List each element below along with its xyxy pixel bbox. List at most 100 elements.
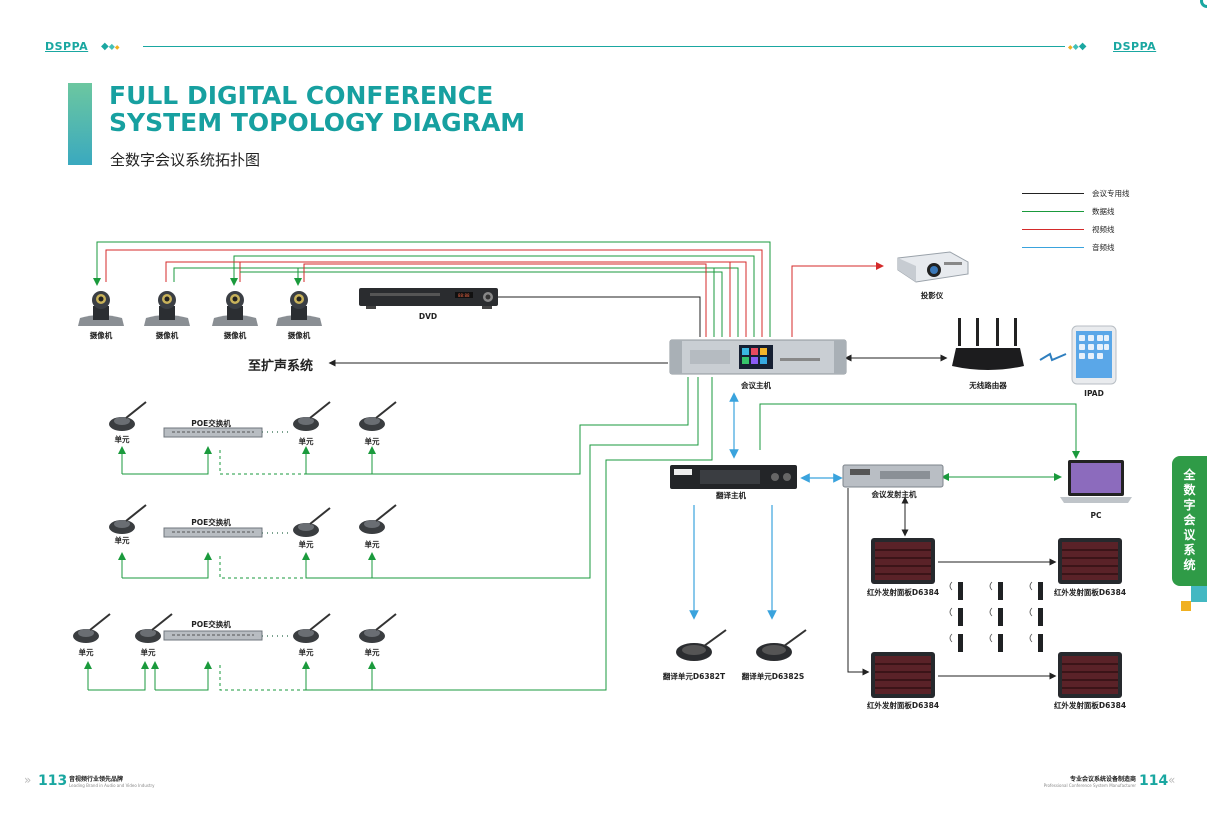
camera-label: 摄像机 (89, 331, 113, 340)
camera-label: 摄像机 (287, 331, 311, 340)
mic-unit-icon (73, 613, 111, 643)
side-tab-square (1191, 586, 1207, 602)
mic-unit-icon (109, 504, 147, 534)
translator-host-label: 翻译主机 (716, 491, 746, 500)
title-accent-bar (68, 83, 92, 165)
footer-right-sub: Professional Conference System Manufactu… (1043, 783, 1136, 788)
legend-label: 视频线 (1092, 225, 1115, 234)
poe-switch-icon (163, 427, 263, 438)
footer-chevron-left: » (24, 773, 32, 787)
legend-swatch (1022, 247, 1084, 248)
laptop-icon (1060, 460, 1132, 503)
ipad-icon (1071, 325, 1117, 385)
router-icon (952, 318, 1024, 370)
ir-host-icon (842, 464, 944, 488)
ir-panel-icon (871, 538, 935, 584)
footer-chevron-right: « (1168, 773, 1176, 787)
footer-left-title: 音视频行业领先品牌 (69, 776, 124, 783)
legend-label: 数据线 (1092, 207, 1115, 216)
ir-panel-label: 红外发射面板D6384 (866, 588, 940, 597)
mic-unit-icon (359, 504, 397, 534)
unit-label: 单元 (298, 540, 314, 549)
brand-logo-right: DSPPA (1113, 40, 1157, 53)
ir-panel-label: 红外发射面板D6384 (1053, 588, 1127, 597)
projector-label: 投影仪 (920, 291, 944, 300)
footer-left-sub: Leading Brand in Audio and Video Industr… (69, 783, 155, 788)
brand-logo-left: DSPPA (45, 40, 89, 53)
mic-unit-icon (293, 401, 331, 431)
pc-label: PC (1090, 511, 1102, 520)
mic-unit-icon (293, 507, 331, 537)
poe-switch-icon (163, 527, 263, 538)
section-side-tab-label: 全数字会议系统 (1183, 468, 1196, 572)
translation-unit-t-label: 翻译单元D6382T (662, 672, 726, 681)
ir-panel-icon (871, 652, 935, 698)
mic-unit-icon (359, 401, 397, 431)
footer-right-text: 专业会议系统设备制造商 Professional Conference Syst… (1030, 776, 1136, 788)
legend: 会议专用线 数据线 视频线 音频线 (1022, 188, 1142, 258)
camera-icon (144, 291, 190, 326)
camera-icon (276, 291, 322, 326)
page-title-line2: SYSTEM TOPOLOGY DIAGRAM (109, 108, 526, 137)
ir-panel-label: 红外发射面板D6384 (1053, 701, 1127, 710)
header-divider (143, 46, 1065, 47)
camera-label: 摄像机 (223, 331, 247, 340)
svg-text:88:88: 88:88 (458, 293, 470, 298)
legend-swatch (1022, 229, 1084, 230)
unit-label: 单元 (78, 648, 94, 657)
unit-label: 单元 (140, 648, 156, 657)
header-ornament-right: ◆◆◆ (1068, 41, 1087, 52)
page-title: FULL DIGITAL CONFERENCE SYSTEM TOPOLOGY … (109, 82, 525, 136)
unit-label: 单元 (298, 437, 314, 446)
translation-unit-icon (676, 629, 727, 661)
ir-host-label: 会议发射主机 (871, 490, 917, 499)
ipad-label: IPAD (1084, 389, 1104, 398)
page-subtitle: 全数字会议系统拓扑图 (110, 151, 261, 169)
side-tab-square-small (1181, 601, 1191, 611)
ir-panel-icon (1058, 538, 1122, 584)
legend-label: 会议专用线 (1092, 189, 1130, 198)
unit-label: 单元 (364, 437, 380, 446)
corner-circle (1200, 0, 1207, 8)
page-number-left: 113 (38, 773, 68, 789)
ir-receiver-icon (958, 582, 1043, 652)
poe-switch-label: POE交换机 (191, 419, 231, 428)
header-ornament-left: ◆◆◆ (101, 41, 120, 52)
unit-label: 单元 (364, 540, 380, 549)
unit-label: 单元 (114, 435, 130, 444)
poe-switch-label: POE交换机 (191, 620, 231, 629)
translation-unit-s-label: 翻译单元D6382S (741, 672, 805, 681)
page-number-right: 114 (1139, 773, 1169, 789)
unit-label: 单元 (364, 648, 380, 657)
legend-label: 音频线 (1092, 243, 1115, 252)
conference-host-icon (669, 339, 847, 375)
footer-right-title: 专业会议系统设备制造商 (1069, 776, 1136, 783)
poe-switch-label: POE交换机 (191, 518, 231, 527)
poe-switch-icon (163, 630, 263, 641)
host-label: 会议主机 (741, 381, 771, 390)
footer-left-text: 音视频行业领先品牌 Leading Brand in Audio and Vid… (69, 776, 155, 788)
ir-panel-icon (1058, 652, 1122, 698)
camera-icon (212, 291, 258, 326)
mic-unit-icon (293, 613, 331, 643)
camera-label: 摄像机 (155, 331, 179, 340)
mic-unit-icon (109, 401, 147, 431)
dvd-label: DVD (418, 312, 438, 321)
translator-host-icon (670, 465, 797, 489)
page-title-line1: FULL DIGITAL CONFERENCE (109, 81, 494, 110)
camera-icon (78, 291, 124, 326)
mic-unit-icon (135, 613, 173, 643)
ir-panel-label: 红外发射面板D6384 (866, 701, 940, 710)
router-label: 无线路由器 (969, 381, 1007, 390)
unit-label: 单元 (298, 648, 314, 657)
unit-label: 单元 (114, 536, 130, 545)
legend-swatch (1022, 193, 1084, 194)
projector-icon (897, 251, 969, 283)
pa-system-label: 至扩声系统 (248, 359, 314, 374)
dvd-player-icon: 88:88 (359, 288, 498, 309)
section-side-tab[interactable]: 全数字会议系统 (1172, 456, 1207, 586)
mic-unit-icon (359, 613, 397, 643)
translation-unit-icon (756, 629, 807, 661)
legend-swatch (1022, 211, 1084, 212)
